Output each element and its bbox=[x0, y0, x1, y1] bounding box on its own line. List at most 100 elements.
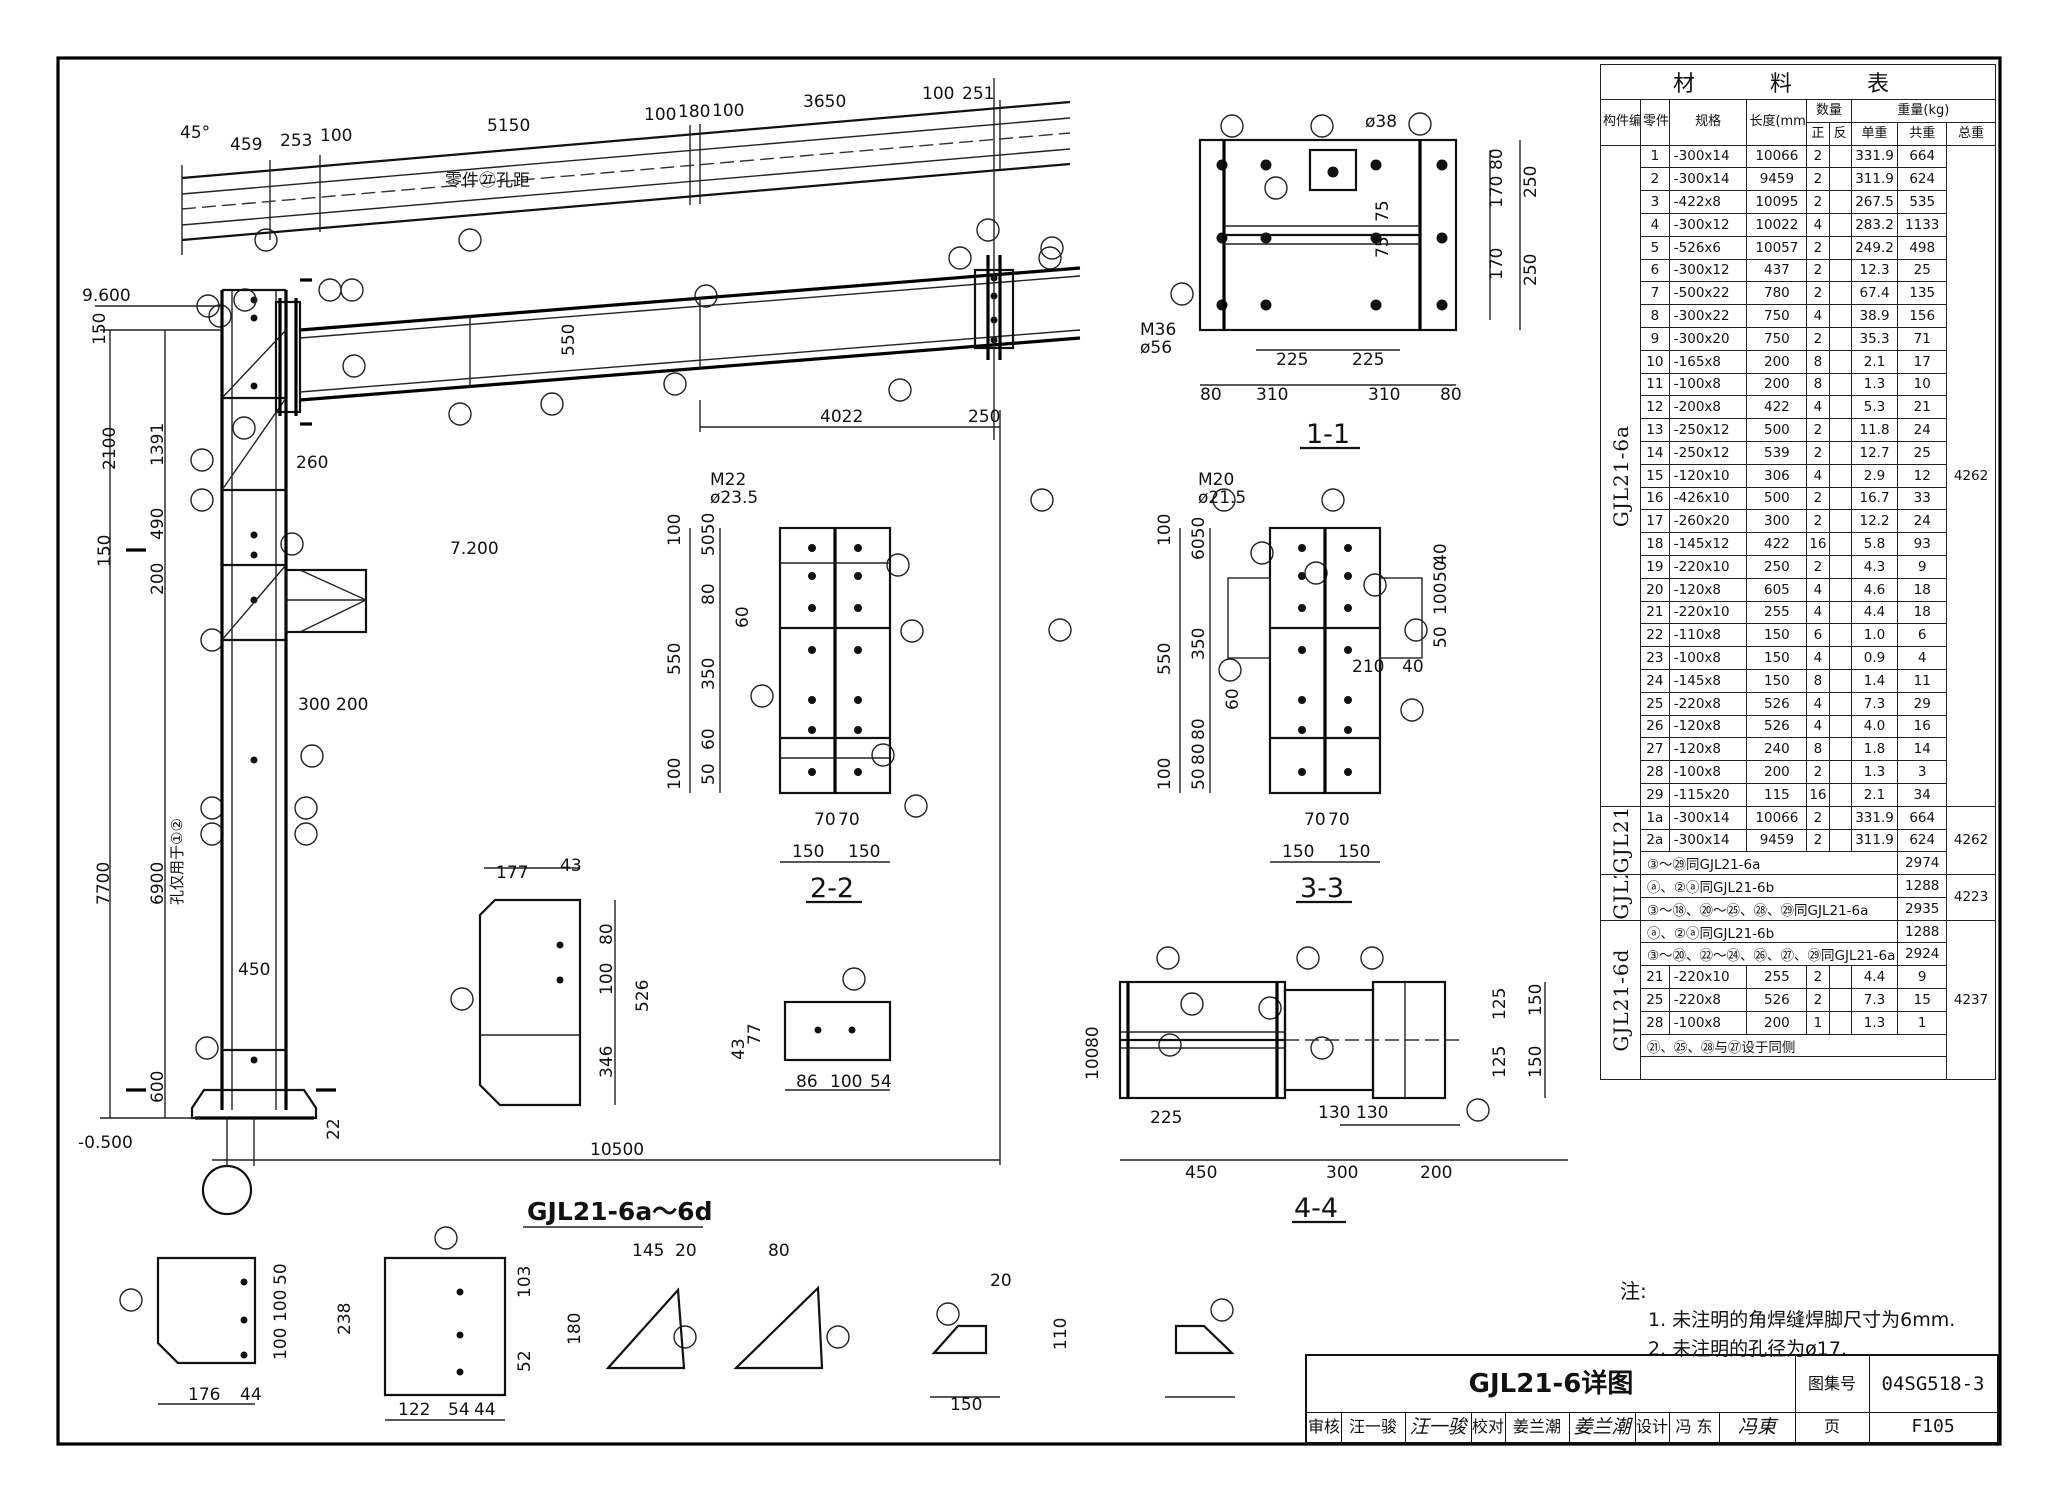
dim-s3-60: 60 bbox=[1223, 688, 1243, 710]
dim-top-45: 45° bbox=[180, 123, 210, 143]
group-total-weight: 4262 bbox=[1946, 805, 1996, 876]
dim-s2-60b: 60 bbox=[699, 728, 719, 750]
table-cell bbox=[1828, 691, 1852, 716]
table-cell: -300x12 bbox=[1668, 258, 1748, 283]
table-cell: 2 bbox=[1806, 965, 1830, 990]
bolt-hole bbox=[1298, 572, 1306, 580]
table-cell: ㉑、㉕、㉘与㉗设于同侧 bbox=[1639, 1033, 1948, 1058]
table-cell: -120x8 bbox=[1668, 714, 1748, 739]
table-cell: 12.2 bbox=[1850, 509, 1899, 534]
table-cell: 13 bbox=[1639, 418, 1670, 442]
dim-top-180: 180 bbox=[678, 102, 710, 122]
dim-beam-550: 550 bbox=[559, 324, 579, 356]
part-callout bbox=[663, 372, 687, 396]
part-details bbox=[156, 867, 1235, 1421]
group-total-weight: 4237 bbox=[1946, 919, 1996, 1081]
bolt-hole bbox=[854, 768, 862, 776]
dim-beam-250: 250 bbox=[968, 407, 1000, 427]
table-cell: 15 bbox=[1897, 988, 1948, 1012]
table-cell: 422 bbox=[1746, 532, 1808, 556]
table-cell: 4 bbox=[1806, 600, 1830, 625]
dim-p21-54: 54 bbox=[448, 1400, 470, 1420]
table-cell: 150 bbox=[1746, 646, 1808, 670]
table-cell: -200x8 bbox=[1668, 395, 1748, 420]
part-callout bbox=[200, 822, 224, 846]
part-callout bbox=[888, 378, 912, 402]
table-cell: 4 bbox=[1806, 304, 1830, 328]
table-cell: 8 bbox=[1806, 737, 1830, 762]
table-cell bbox=[1828, 828, 1852, 853]
dim-col-200: 200 bbox=[148, 563, 168, 595]
dim-s4-125b: 125 bbox=[1490, 1046, 1510, 1078]
part-callout bbox=[1048, 618, 1072, 642]
table-cell: 26 bbox=[1639, 714, 1670, 739]
table-cell: -100x8 bbox=[1668, 1010, 1748, 1035]
part-callout bbox=[1466, 1098, 1490, 1122]
table-cell: 156 bbox=[1897, 304, 1948, 328]
header-qty-neg: 反 bbox=[1828, 121, 1852, 146]
header-qty-pos: 正 bbox=[1806, 121, 1830, 146]
review-signature: 汪一骏 bbox=[1405, 1412, 1472, 1442]
table-cell: 5.3 bbox=[1850, 395, 1899, 420]
table-cell: 422 bbox=[1746, 395, 1808, 420]
dim-s2-150b: 150 bbox=[848, 842, 880, 862]
atlas-label: 图集号 bbox=[1795, 1356, 1870, 1412]
table-cell bbox=[1828, 349, 1852, 374]
table-cell: 1.3 bbox=[1850, 372, 1899, 397]
table-cell: 437 bbox=[1746, 258, 1808, 283]
table-cell bbox=[1828, 463, 1852, 488]
dim-col-2100: 2100 bbox=[100, 427, 120, 470]
dim-s1-310a: 310 bbox=[1256, 385, 1288, 405]
part-callout bbox=[886, 553, 910, 577]
dim-p21-44: 44 bbox=[474, 1400, 496, 1420]
dim-s4-300: 300 bbox=[1326, 1163, 1358, 1183]
part-callout bbox=[936, 1302, 960, 1326]
dim-s3-100a: 100 bbox=[1155, 514, 1175, 546]
part-callout bbox=[948, 246, 972, 270]
part-callout bbox=[1363, 573, 1387, 597]
part-callout bbox=[280, 532, 304, 556]
table-cell: 21 bbox=[1639, 600, 1670, 625]
table-cell: -250x12 bbox=[1668, 418, 1748, 442]
table-cell: -115x20 bbox=[1668, 782, 1748, 807]
part-callout bbox=[1360, 946, 1384, 970]
dim-p10-145: 145 bbox=[632, 1241, 664, 1261]
table-cell: 27 bbox=[1639, 737, 1670, 762]
part-callout bbox=[976, 218, 1000, 242]
table-cell bbox=[1828, 1010, 1852, 1035]
table-cell bbox=[1828, 212, 1852, 237]
check-label: 校对 bbox=[1471, 1412, 1506, 1442]
table-cell: 2 bbox=[1806, 760, 1830, 784]
table-cell: 4 bbox=[1806, 395, 1830, 420]
table-cell: 1.3 bbox=[1850, 1010, 1899, 1035]
dim-top-3650: 3650 bbox=[803, 92, 846, 112]
dim-s2-60a: 60 bbox=[733, 606, 753, 628]
table-cell: 29 bbox=[1897, 691, 1948, 716]
table-cell: 311.9 bbox=[1850, 828, 1899, 853]
table-cell: 1.8 bbox=[1850, 737, 1899, 762]
part-callout bbox=[1264, 176, 1288, 200]
part-callout bbox=[1404, 618, 1428, 642]
table-cell: 4 bbox=[1806, 463, 1830, 488]
part-callout bbox=[673, 1325, 697, 1349]
table-cell bbox=[1828, 532, 1852, 556]
table-cell bbox=[1828, 440, 1852, 465]
table-cell: 4.4 bbox=[1850, 600, 1899, 625]
part-callout bbox=[1296, 946, 1320, 970]
part-callout bbox=[200, 628, 224, 652]
table-cell: 2 bbox=[1806, 440, 1830, 465]
bolt-spec-d38: ø38 bbox=[1365, 112, 1397, 132]
part-callout bbox=[254, 228, 278, 252]
bolt-spec-d21: ø21.5 bbox=[1198, 488, 1246, 508]
group-total-weight: 4262 bbox=[1946, 144, 1996, 807]
bolt-hole bbox=[848, 1026, 856, 1034]
part-callout bbox=[1408, 112, 1432, 136]
dim-p21-122: 122 bbox=[398, 1400, 430, 1420]
